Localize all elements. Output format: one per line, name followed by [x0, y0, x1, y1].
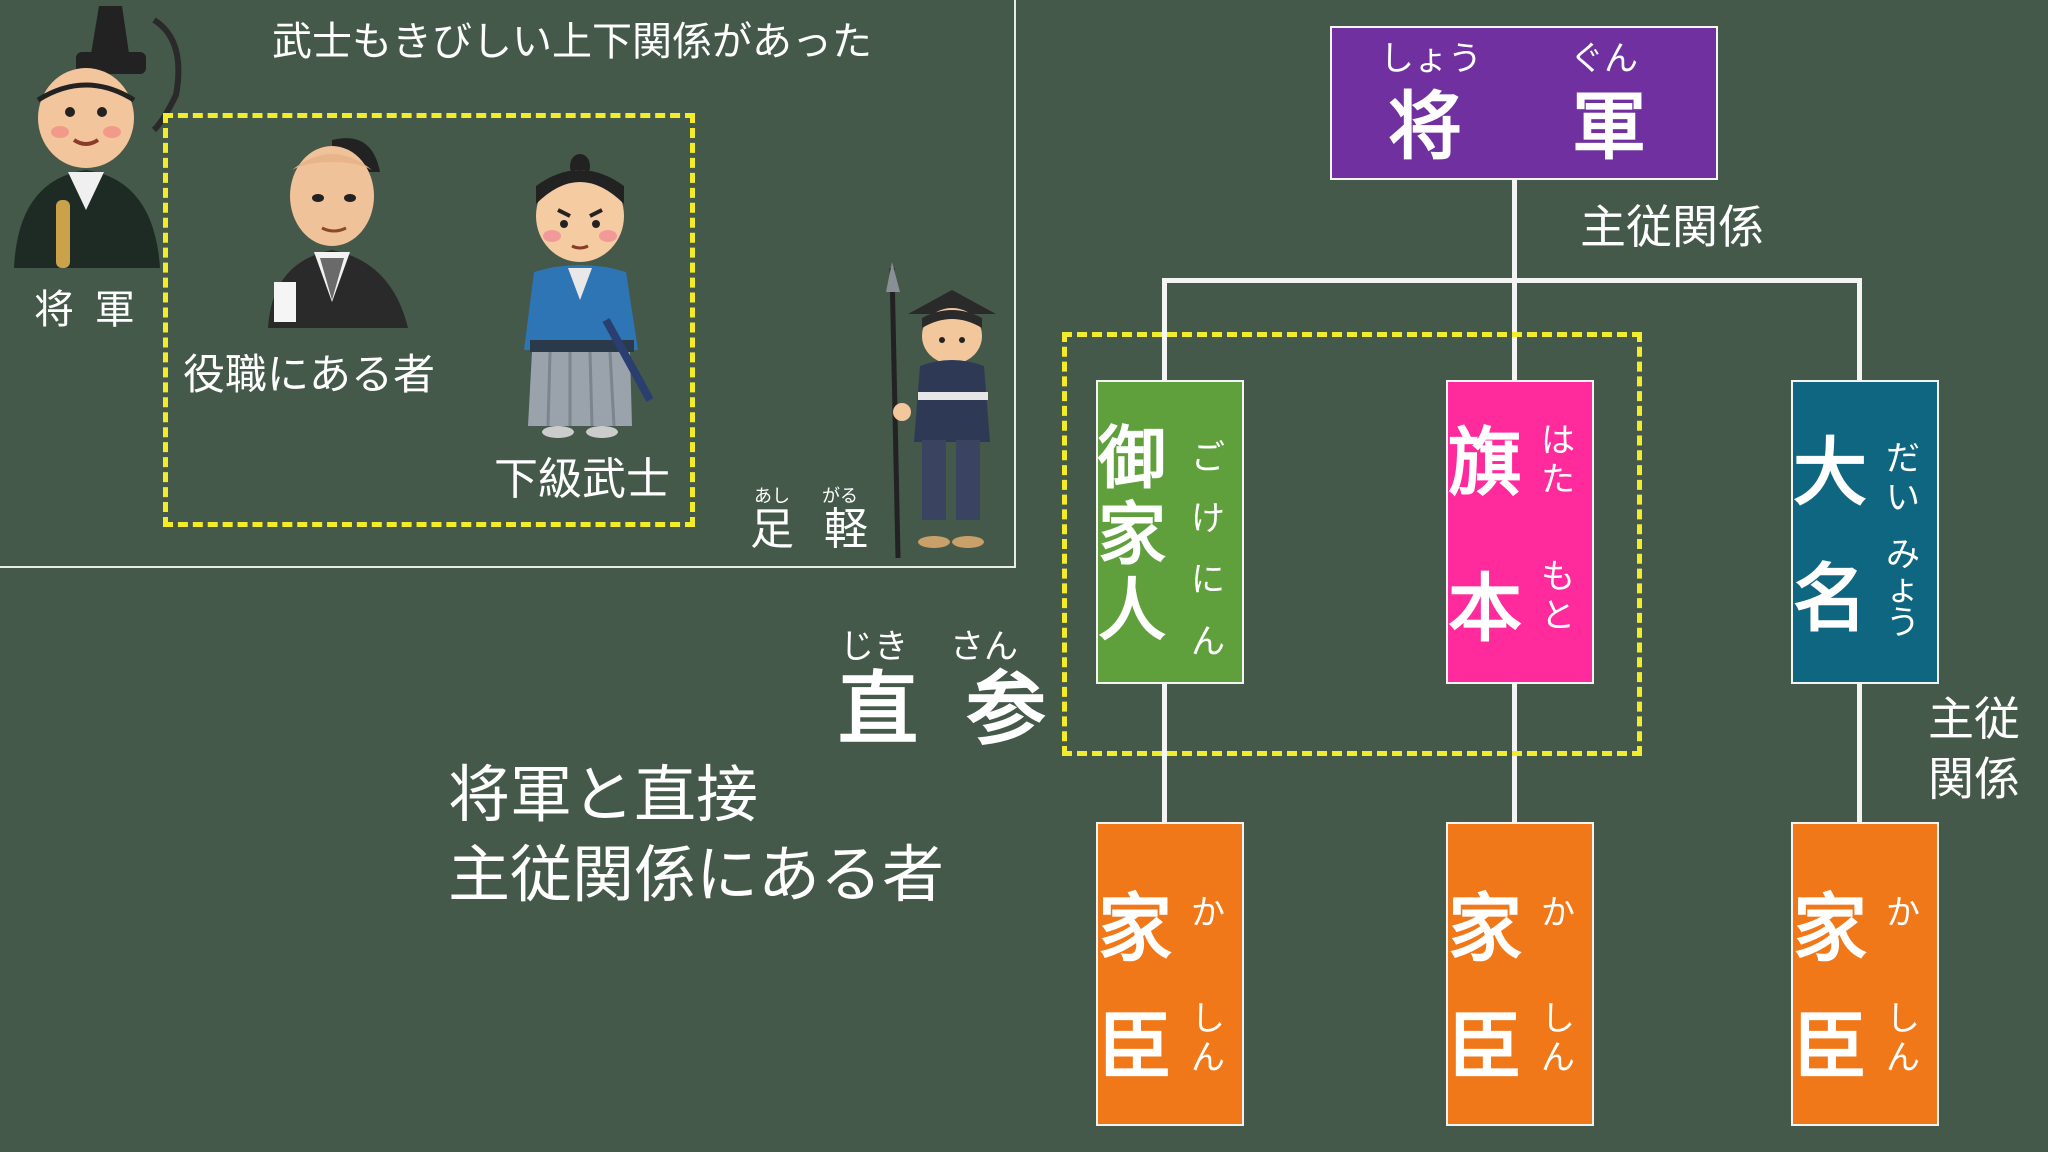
- jikisan-description-line-1: 将軍と直接: [448, 758, 759, 831]
- shogun-ruby-1: しょう: [1380, 39, 1482, 79]
- connector-daimyo-up: [1857, 278, 1862, 382]
- kashin-kana-1: か: [1886, 893, 1920, 933]
- hatamoto-kanji-1: 旗: [1448, 420, 1522, 506]
- shogun-box: しょう ぐん 将 軍: [1330, 26, 1718, 180]
- lower-samurai-icon: [524, 154, 654, 438]
- daimyo-kanji-2: 名: [1793, 556, 1867, 642]
- shogun-ruby-2: ぐん: [1570, 39, 1638, 79]
- jikisan-dashed-box-panel: [163, 113, 695, 527]
- kashin-kana-2: しん: [1191, 999, 1225, 1079]
- shogun-kanji-2: 軍: [1572, 84, 1646, 170]
- kashin-kana-2: しん: [1541, 999, 1575, 1079]
- lower-samurai-label: 下級武士: [494, 454, 670, 505]
- kashin-kanji-1: 家: [1448, 886, 1522, 972]
- connector-gokenin-up: [1162, 278, 1167, 382]
- gokenin-kana: ごけにん: [1191, 438, 1225, 662]
- gokenin-kanji: 御家人: [1098, 420, 1167, 652]
- gokenin-box: 御家人 ごけにん: [1096, 380, 1244, 684]
- daimyo-kanji-1: 大: [1793, 430, 1867, 516]
- kashin-kanji-2: 臣: [1448, 1004, 1522, 1090]
- jikisan-description-line-2: 主従関係にある者: [448, 838, 945, 911]
- kashin-kana-2: しん: [1886, 999, 1920, 1079]
- ashigaru-spearman-icon: [886, 262, 996, 559]
- hatamoto-box: 旗 本 はた もと: [1446, 380, 1594, 684]
- jikisan-ruby-1: じき: [840, 627, 908, 667]
- connector-daimyo-down: [1857, 680, 1862, 824]
- kashin-kanji-2: 臣: [1793, 1004, 1867, 1090]
- daimyo-box: 大 名 だい みょう: [1791, 380, 1939, 684]
- jikisan-dashed-box: [1062, 332, 1642, 756]
- panel-title: 武士もきびしい上下関係があった: [272, 19, 872, 65]
- relation-label-top: 主従関係: [1580, 200, 1764, 254]
- kashin-kanji-2: 臣: [1098, 1004, 1172, 1090]
- hatamoto-kana-2: もと: [1541, 557, 1575, 637]
- shogun-label: 将 軍: [34, 287, 139, 333]
- relation-label-right-1: 主従: [1928, 692, 2020, 746]
- connector-hatamoto-up: [1512, 278, 1517, 382]
- hatamoto-kanji-2: 本: [1448, 566, 1522, 652]
- jikisan-label: 直 参: [838, 663, 1056, 756]
- kashin-box-hatamoto: 家 臣 か しん: [1446, 822, 1594, 1126]
- shogun-portrait-icon: [14, 6, 182, 268]
- kashin-kanji-1: 家: [1098, 886, 1172, 972]
- daimyo-kana-2: みょう: [1886, 535, 1920, 643]
- jikisan-ruby-2: さん: [950, 627, 1018, 667]
- kashin-kana-1: か: [1541, 893, 1575, 933]
- ashigaru-ruby-1: あし: [754, 486, 790, 507]
- kashin-kanji-1: 家: [1793, 886, 1867, 972]
- illustration-panel: 武士もきびしい上下関係があった 将 軍 役職にある者: [0, 0, 1016, 568]
- ashigaru-ruby-2: がる: [822, 486, 858, 507]
- daimyo-kana-1: だい: [1886, 439, 1920, 519]
- hatamoto-kana-1: はた: [1541, 421, 1575, 501]
- kashin-kana-1: か: [1191, 893, 1225, 933]
- shogun-kanji-1: 将: [1388, 84, 1462, 170]
- kashin-box-gokenin: 家 臣 か しん: [1096, 822, 1244, 1126]
- official-samurai-icon: [268, 138, 408, 328]
- official-label: 役職にある者: [183, 350, 436, 399]
- ashigaru-label: 足 軽: [750, 504, 876, 555]
- kashin-box-daimyo: 家 臣 か しん: [1791, 822, 1939, 1126]
- connector-shogun-down: [1512, 178, 1517, 281]
- relation-label-right-2: 関係: [1928, 752, 2020, 806]
